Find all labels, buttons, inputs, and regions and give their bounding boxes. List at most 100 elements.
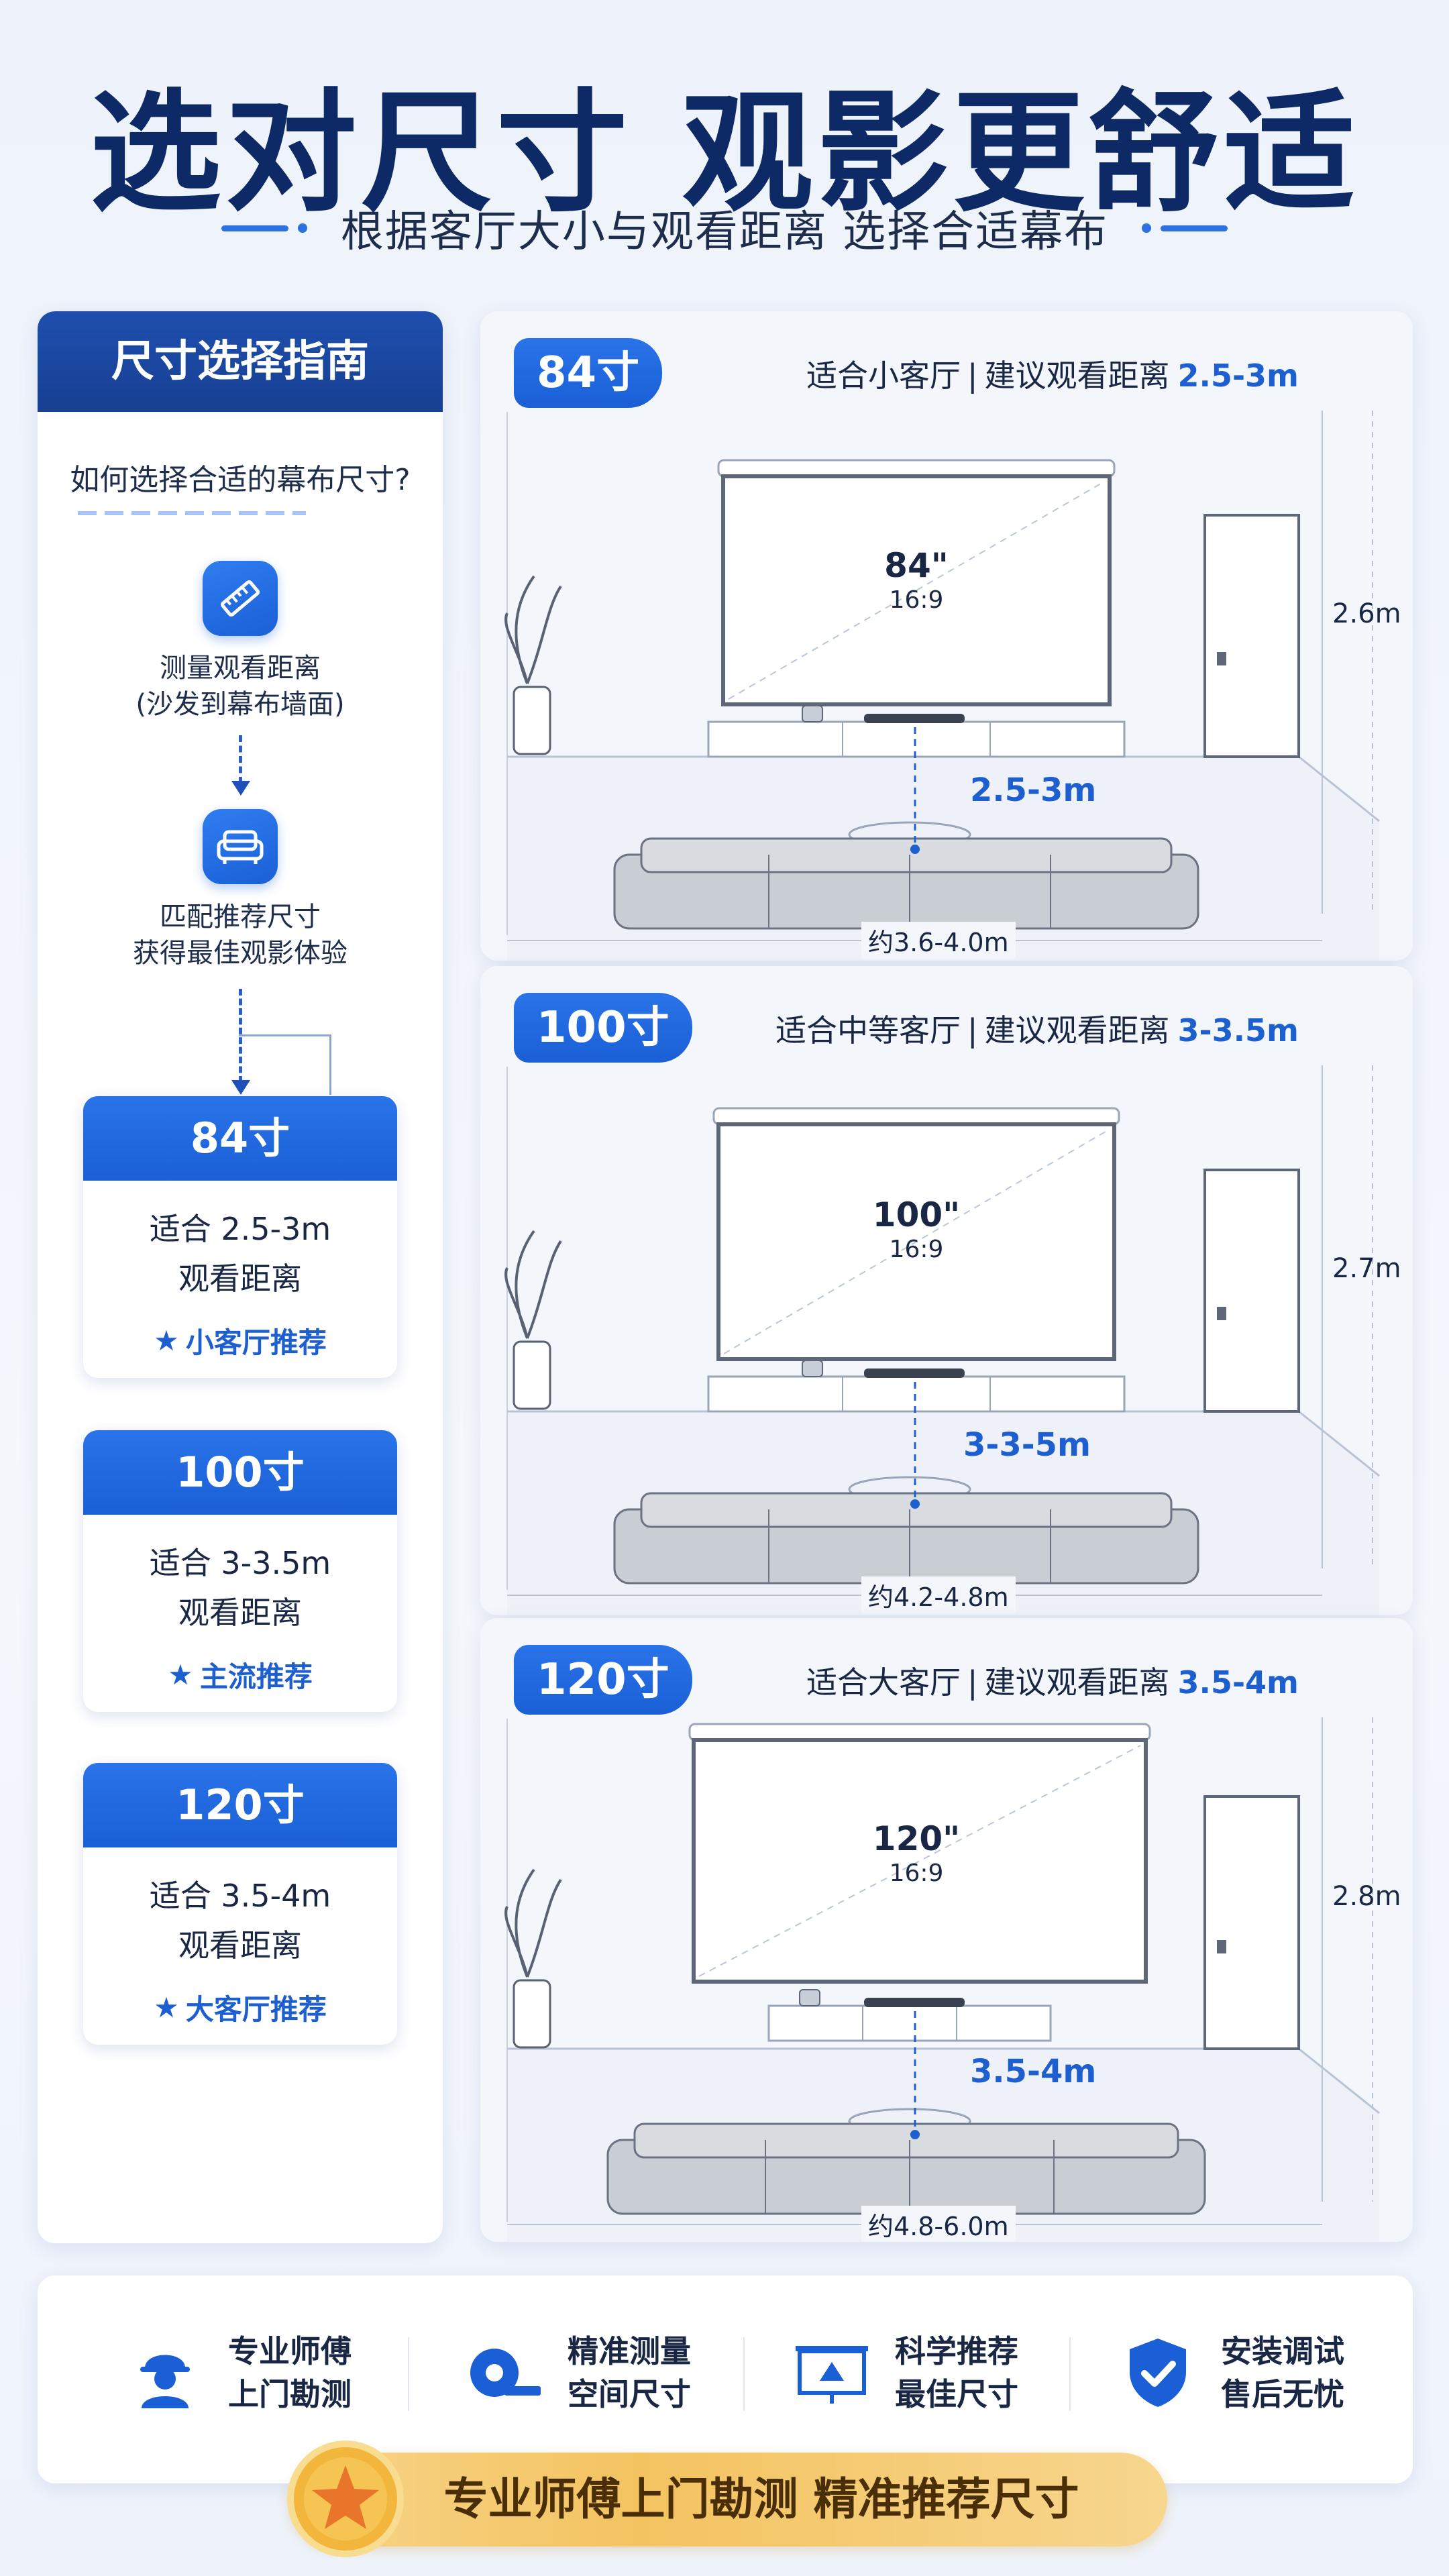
step-match-text: 匹配推荐尺寸 获得最佳观影体验	[38, 899, 443, 971]
scene-distance: 3.5-4m	[1177, 1664, 1299, 1701]
feature-line1: 专业师傅	[228, 2333, 352, 2369]
size-card-caption: 观看距离	[178, 1927, 302, 1964]
size-card-caption: 观看距离	[178, 1595, 302, 1631]
scene-size-badge: 100寸	[514, 993, 692, 1063]
feature-line2: 售后无忧	[1221, 2376, 1344, 2412]
scene-size-badge: 84寸	[514, 338, 663, 408]
star-medal-icon	[287, 2440, 404, 2557]
step1-line1: 测量观看距离	[160, 653, 321, 684]
size-card-caption: 观看距离	[178, 1260, 302, 1297]
scene-room: 适合小客厅	[806, 358, 961, 394]
guide-question: 如何选择合适的幕布尺寸?	[70, 463, 411, 497]
room-illustration	[480, 311, 1413, 961]
feature-divider	[1069, 2337, 1071, 2411]
step2-line1: 匹配推荐尺寸	[160, 902, 321, 932]
step-arrow-head-1	[231, 781, 250, 796]
room-width-label: 约4.8-6.0m	[861, 2206, 1016, 2242]
step2-line2: 获得最佳观影体验	[133, 938, 347, 969]
guide-question-underline	[78, 511, 306, 515]
subtitle-decoration-left	[221, 223, 307, 233]
sofa-icon	[203, 809, 278, 884]
room-width-label: 约3.6-4.0m	[861, 922, 1016, 959]
scene-size-badge: 120寸	[514, 1645, 692, 1715]
step1-line2: (沙发到幕布墙面)	[136, 689, 345, 720]
step-measure-text: 测量观看距离 (沙发到幕布墙面)	[38, 650, 443, 722]
screen-size-label: 84"	[884, 546, 949, 585]
viewing-distance-label: 3.5-4m	[970, 2053, 1097, 2090]
room-illustration	[480, 966, 1413, 1615]
step-arrow-head-2	[231, 1080, 250, 1095]
size-guide-panel: 尺寸选择指南 如何选择合适的幕布尺寸? 测量观看距离 (沙发到幕布墙面) 匹配推…	[38, 311, 443, 2243]
feature-line2: 最佳尺寸	[895, 2376, 1018, 2412]
screen-size-label: 100"	[872, 1195, 961, 1234]
size-card-tag: ★ 主流推荐	[83, 1654, 397, 1695]
feature-survey: 专业师傅 上门勘测	[125, 2322, 352, 2423]
star-icon: ★	[154, 1991, 179, 2024]
branch-connector	[239, 1034, 331, 1095]
scene-advice: 建议观看距离	[984, 1664, 1170, 1701]
feature-measure: 精准测量 空间尺寸	[464, 2322, 691, 2423]
screen-size-label: 120"	[872, 1819, 961, 1858]
scene-separator: |	[967, 1012, 978, 1049]
bottom-banner: 专业师傅上门勘测 精准推荐尺寸	[288, 2453, 1167, 2546]
size-card-tag-text: 主流推荐	[199, 1660, 313, 1693]
room-illustration	[480, 1618, 1413, 2242]
scene-room: 适合中等客厅	[775, 1012, 961, 1049]
scene-advice: 建议观看距离	[984, 358, 1170, 394]
viewing-distance-label: 3-3-5m	[963, 1426, 1091, 1464]
scene-advice: 建议观看距离	[984, 1012, 1170, 1049]
scene-distance: 2.5-3m	[1177, 358, 1299, 394]
size-card-tag: ★ 小客厅推荐	[83, 1320, 397, 1361]
size-card-title: 120寸	[83, 1763, 397, 1847]
service-features: 专业师傅 上门勘测 精准测量 空间尺寸 科学推荐	[38, 2275, 1413, 2483]
feature-recommend: 科学推荐 最佳尺寸	[792, 2322, 1018, 2423]
size-card-tag: ★ 大客厅推荐	[83, 1987, 397, 2028]
scene-room: 适合大客厅	[806, 1664, 961, 1701]
feature-line1: 精准测量	[568, 2333, 691, 2369]
size-card-tag-text: 大客厅推荐	[185, 1993, 327, 2026]
page-title: 选对尺寸 观影更舒适	[89, 77, 1360, 230]
size-card-title: 84寸	[83, 1096, 397, 1181]
feature-divider	[408, 2337, 409, 2411]
screen-ratio-label: 16:9	[889, 1236, 944, 1263]
guide-title: 尺寸选择指南	[38, 311, 443, 412]
scene-separator: |	[967, 1664, 978, 1701]
subtitle-row: 根据客厅大小与观看距离 选择合适幕布	[0, 195, 1449, 262]
feature-install: 安装调试 售后无忧	[1118, 2322, 1344, 2423]
ceiling-height-label: 2.7m	[1332, 1253, 1401, 1284]
feature-line2: 上门勘测	[228, 2376, 352, 2412]
feature-line1: 科学推荐	[895, 2333, 1018, 2369]
screen-ratio-label: 16:9	[889, 586, 944, 614]
size-card-tag-text: 小客厅推荐	[185, 1326, 327, 1359]
screen-ratio-label: 16:9	[889, 1860, 944, 1887]
size-card-range: 适合 3-3.5m	[149, 1545, 331, 1581]
feature-divider	[743, 2337, 745, 2411]
size-card-range: 适合 2.5-3m	[149, 1211, 331, 1247]
size-card-84[interactable]: 84寸 适合 2.5-3m 观看距离 ★ 小客厅推荐	[83, 1096, 397, 1378]
room-width-label: 约4.2-4.8m	[861, 1576, 1016, 1613]
star-icon: ★	[168, 1658, 193, 1691]
size-card-100[interactable]: 100寸 适合 3-3.5m 观看距离 ★ 主流推荐	[83, 1430, 397, 1712]
size-card-120[interactable]: 120寸 适合 3.5-4m 观看距离 ★ 大客厅推荐	[83, 1763, 397, 2045]
ceiling-height-label: 2.8m	[1332, 1881, 1401, 1912]
shield-check-icon	[1118, 2332, 1198, 2413]
page-subtitle: 根据客厅大小与观看距离 选择合适幕布	[340, 207, 1109, 257]
star-icon: ★	[154, 1324, 179, 1357]
step-arrow-1	[239, 735, 242, 784]
subtitle-decoration-right	[1142, 223, 1228, 233]
tape-measure-icon	[464, 2332, 545, 2413]
size-card-title: 100寸	[83, 1430, 397, 1515]
ruler-icon	[203, 561, 278, 636]
feature-line2: 空间尺寸	[568, 2376, 691, 2412]
feature-line1: 安装调试	[1221, 2333, 1344, 2369]
screen-icon	[792, 2332, 872, 2413]
ceiling-height-label: 2.6m	[1332, 598, 1401, 629]
scene-distance: 3-3.5m	[1177, 1012, 1299, 1049]
size-card-range: 适合 3.5-4m	[149, 1878, 331, 1914]
